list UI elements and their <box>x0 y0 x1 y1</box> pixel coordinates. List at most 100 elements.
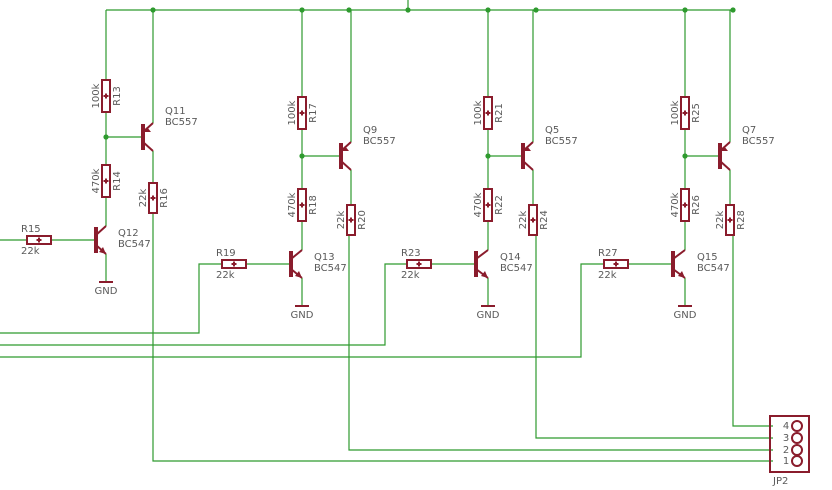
transistor-collector <box>290 249 303 260</box>
ground-symbol: GND <box>674 305 697 321</box>
transistor-emitter <box>522 141 534 152</box>
transistor-base-bar <box>521 143 525 169</box>
resistor-value: 22k <box>21 246 40 257</box>
resistor-name: R16 <box>159 188 170 208</box>
resistor-name: R25 <box>691 103 702 123</box>
resistor-value: 100k <box>287 100 298 125</box>
resistor-r19: R19 22k <box>216 248 247 281</box>
connector-pin-number: 2 <box>783 445 789 456</box>
transistor-model: BC557 <box>363 136 396 147</box>
resistor-r15: R15 22k <box>21 224 52 257</box>
resistor-value: 100k <box>670 100 681 125</box>
resistor-name: R21 <box>494 103 505 123</box>
resistor-body <box>528 204 538 236</box>
connector-body <box>769 415 810 473</box>
transistor-collector <box>719 160 731 171</box>
transistor-name: Q14 <box>500 252 521 263</box>
resistor-value: 100k <box>473 100 484 125</box>
resistor-value: 22k <box>598 270 617 281</box>
output-wire-4 <box>732 235 773 427</box>
resistor-name: R14 <box>112 171 123 191</box>
ground-label: GND <box>291 310 314 321</box>
resistor-body <box>148 182 158 214</box>
transistor-name: Q11 <box>165 106 186 117</box>
resistor-name: R27 <box>598 248 618 259</box>
resistor-value: 22k <box>401 270 420 281</box>
junction-dot <box>346 7 352 13</box>
transistor-emitter <box>719 141 731 152</box>
transistor-model: BC547 <box>314 263 347 274</box>
resistor-r21: R21 100k <box>473 96 505 130</box>
transistor-base-bar <box>474 251 478 277</box>
resistor-value: 22k <box>715 211 726 230</box>
transistor-model: BC557 <box>742 136 775 147</box>
resistor-body <box>483 96 493 130</box>
ground-symbol: GND <box>291 305 314 321</box>
resistor-body <box>483 188 493 222</box>
output-wire-1 <box>152 213 773 462</box>
resistor-name: R26 <box>691 195 702 215</box>
connector-name: JP2 <box>772 476 788 487</box>
resistor-r28: R28 22k <box>715 204 747 236</box>
resistor-r14: R14 470k <box>91 164 123 198</box>
output-wire-2 <box>348 235 773 451</box>
junction-dot <box>485 153 491 159</box>
resistor-value: 22k <box>216 270 235 281</box>
transistor-emitter-arrow <box>295 271 302 278</box>
resistor-value: 470k <box>473 192 484 217</box>
output-wire-3 <box>535 235 773 439</box>
ground-label: GND <box>95 286 118 297</box>
transistor-collector <box>142 141 154 152</box>
ground-label: GND <box>477 310 500 321</box>
transistor-name: Q13 <box>314 252 335 263</box>
ground-symbol: GND <box>477 305 500 321</box>
transistor-emitter-arrow <box>144 127 151 132</box>
resistor-value: 470k <box>91 168 102 193</box>
transistor-base-bar <box>94 227 98 253</box>
resistor-name: R20 <box>357 210 368 230</box>
resistor-value: 22k <box>518 211 529 230</box>
wire <box>0 263 222 334</box>
resistor-name: R28 <box>736 210 747 230</box>
transistor-emitter-arrow <box>678 271 685 278</box>
resistor-name: R18 <box>308 195 319 215</box>
transistor-base-bar <box>671 251 675 277</box>
transistor-base-bar <box>718 143 722 169</box>
connector-pin <box>791 432 803 444</box>
resistor-name: R15 <box>21 224 41 235</box>
resistor-value: 22k <box>138 189 149 208</box>
resistor-r20: R20 22k <box>336 204 368 236</box>
transistor-emitter-arrow <box>481 271 488 278</box>
resistor-name: R19 <box>216 248 236 259</box>
wire <box>0 263 407 346</box>
resistor-body <box>221 259 247 269</box>
transistor-collector <box>340 160 352 171</box>
transistor-name: Q7 <box>742 125 756 136</box>
junction-dot <box>533 7 539 13</box>
transistor-name: Q5 <box>545 125 559 136</box>
transistor-name: Q15 <box>697 252 718 263</box>
junction-dot <box>405 7 411 13</box>
parts: R13100kR14470kQ11BC557R1622kR1522kQ12BC5… <box>21 79 810 487</box>
resistor-body <box>297 96 307 130</box>
wire <box>0 263 604 358</box>
transistor-collector <box>672 249 686 260</box>
resistor-value: 22k <box>336 211 347 230</box>
ground-label: GND <box>674 310 697 321</box>
connector-pin-number: 3 <box>783 433 789 444</box>
resistor-body <box>101 79 111 113</box>
resistor-body <box>26 235 52 245</box>
transistor-collector <box>522 160 534 171</box>
connector-pin <box>791 455 803 467</box>
resistor-body <box>297 188 307 222</box>
